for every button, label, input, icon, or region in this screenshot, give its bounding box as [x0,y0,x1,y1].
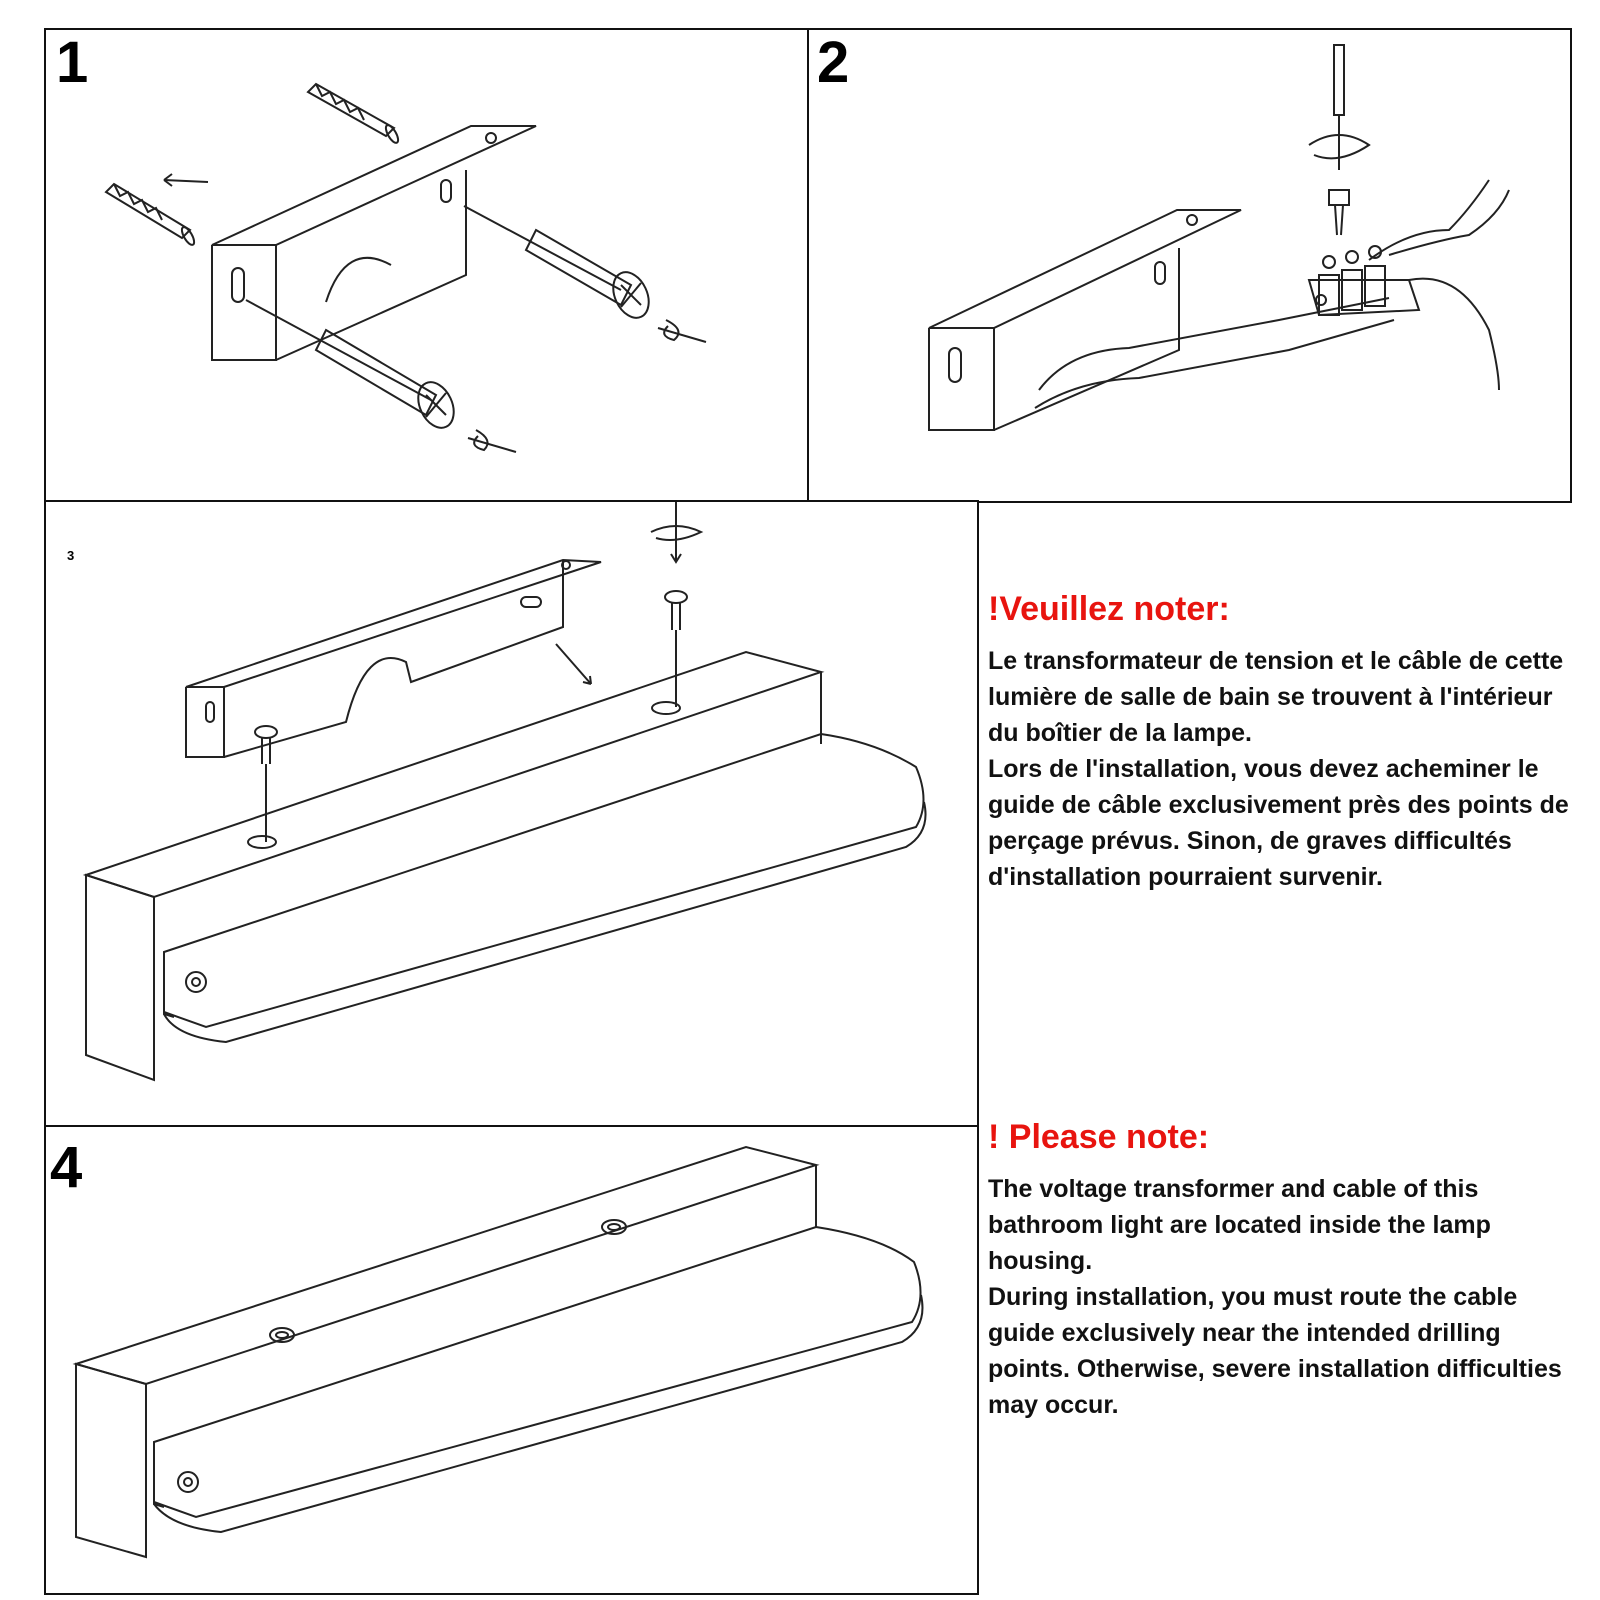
step-3-number: 3 [67,548,75,563]
screwdriver [1309,45,1369,235]
step-1-panel: 1 [44,28,809,503]
step-1-number: 1 [56,30,89,95]
step-4-number: 4 [50,1135,83,1200]
step-2-panel: 2 [807,28,1572,503]
step-4-illustration [46,1127,979,1595]
english-note-title: ! Please note: [988,1118,1210,1156]
french-note-paragraph-1: Le transformateur de tension et le câble… [988,647,1564,747]
french-note: !Veuillez noter: Le transformateur de te… [988,590,1588,895]
french-note-title: !Veuillez noter: [988,590,1230,628]
step-4-panel: 4 [44,1125,979,1595]
step-1-illustration [46,30,809,503]
french-note-body: Le transformateur de tension et le câble… [988,643,1588,895]
cable-guide [1035,298,1394,408]
step-3-illustration [46,502,979,1128]
french-note-paragraph-2: Lors de l'installation, vous devez achem… [988,755,1569,891]
fixing-screw-left [255,726,277,842]
step-2-number: 2 [817,30,850,95]
step-3-panel: 3 [44,500,979,1128]
mounting-bracket [929,210,1241,430]
lamp-housing [86,652,926,1080]
mounting-bracket [212,126,536,360]
step-2-illustration [809,30,1572,503]
direction-arrow [556,644,591,684]
power-wires [1369,180,1509,390]
english-note-paragraph-1: The voltage transformer and cable of thi… [988,1175,1491,1275]
mounting-bracket [186,560,601,757]
screw-bottom [246,300,516,452]
screw-right [464,206,706,342]
lamp-housing [76,1147,922,1557]
english-note-body: The voltage transformer and cable of thi… [988,1171,1588,1423]
fixing-screw-right [651,502,701,707]
wall-plug-top [308,84,400,145]
terminal-block [1309,246,1419,315]
english-note: ! Please note: The voltage transformer a… [988,1118,1588,1423]
wall-plug-left [106,184,196,247]
english-note-paragraph-2: During installation, you must route the … [988,1283,1562,1419]
